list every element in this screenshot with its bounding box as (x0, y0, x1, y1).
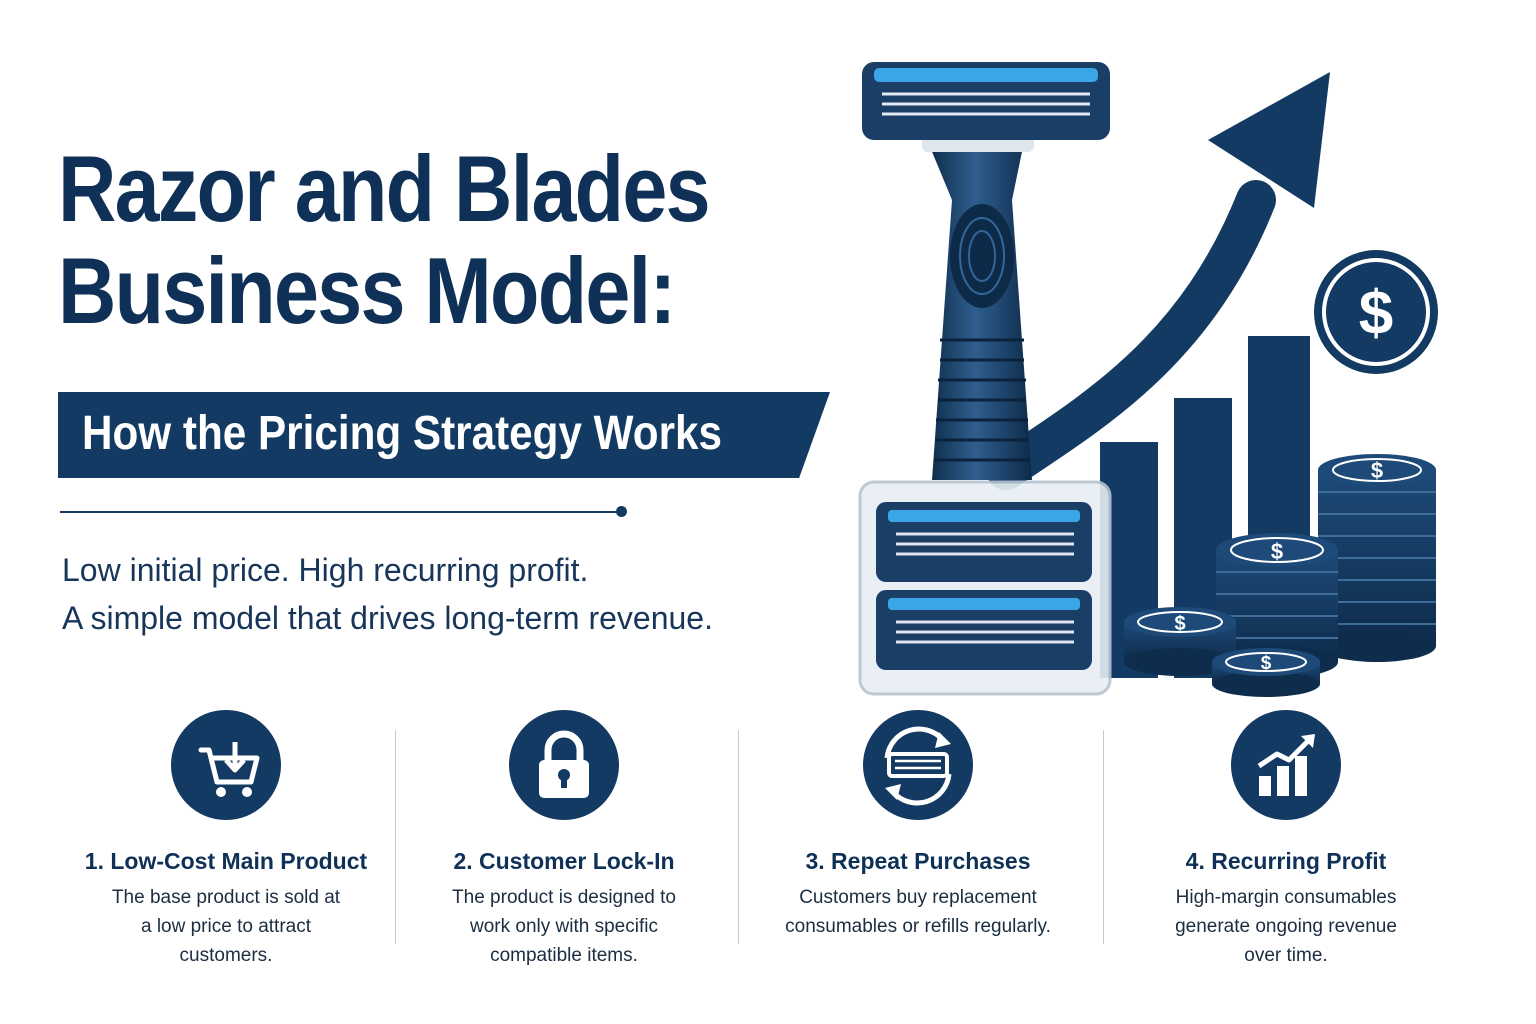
title-line-2: Business Model: (58, 238, 676, 343)
growth-arrow-icon (986, 72, 1330, 490)
coin-symbol-single: $ (1261, 653, 1272, 674)
step-title: 1. Low-Cost Main Product (84, 848, 368, 874)
step-low-cost-product: 1. Low-Cost Main Product The base produc… (66, 710, 386, 970)
step-divider (738, 730, 739, 944)
step-divider (395, 730, 396, 944)
tagline: Low initial price. High recurring profit… (62, 546, 713, 642)
step-title: 4. Recurring Profit (1185, 848, 1387, 874)
tagline-line-2: A simple model that drives long-term rev… (62, 600, 713, 636)
razor-handle-icon (862, 62, 1110, 480)
coin-symbol-large: $ (1359, 279, 1393, 348)
decorative-rule (60, 511, 622, 513)
coin-symbol-medium: $ (1271, 539, 1283, 564)
coin-stack-small: $ (1124, 607, 1236, 676)
step-title: 2. Customer Lock-In (453, 848, 675, 874)
subtitle-text: How the Pricing Strategy Works (82, 407, 722, 460)
padlock-icon (509, 710, 619, 820)
page-title: Razor and Blades Business Model: (58, 138, 712, 342)
coin-single: $ (1212, 648, 1320, 697)
razor-growth-illustration: $ $ $ $ $ (858, 62, 1438, 697)
step-description: The product is designed to work only wit… (452, 887, 676, 966)
step-recurring-profit: 4. Recurring Profit High-margin consumab… (1126, 710, 1446, 970)
step-customer-lock-in: 2. Customer Lock-In The product is desig… (404, 710, 724, 970)
decorative-rule-dot (616, 506, 627, 517)
coin-symbol-small: $ (1174, 613, 1185, 635)
subtitle-banner: How the Pricing Strategy Works (58, 392, 830, 478)
step-description: The base product is sold at a low price … (111, 887, 341, 966)
refill-cycle-icon (863, 710, 973, 820)
dollar-coin-icon: $ (1314, 250, 1438, 374)
tagline-line-1: Low initial price. High recurring profit… (62, 552, 589, 588)
growth-chart-icon (1231, 710, 1341, 820)
step-divider (1103, 730, 1104, 944)
step-description: High-margin consumables generate ongoing… (1175, 887, 1397, 966)
step-repeat-purchases: 3. Repeat Purchases Customers buy replac… (758, 710, 1078, 941)
coin-symbol-tall: $ (1371, 458, 1383, 483)
cart-download-icon (171, 710, 281, 820)
step-title: 3. Repeat Purchases (805, 848, 1031, 874)
title-line-1: Razor and Blades (58, 136, 711, 241)
blade-cartridge-icon (858, 480, 1112, 696)
step-description: Customers buy replacement consumables or… (785, 887, 1051, 937)
